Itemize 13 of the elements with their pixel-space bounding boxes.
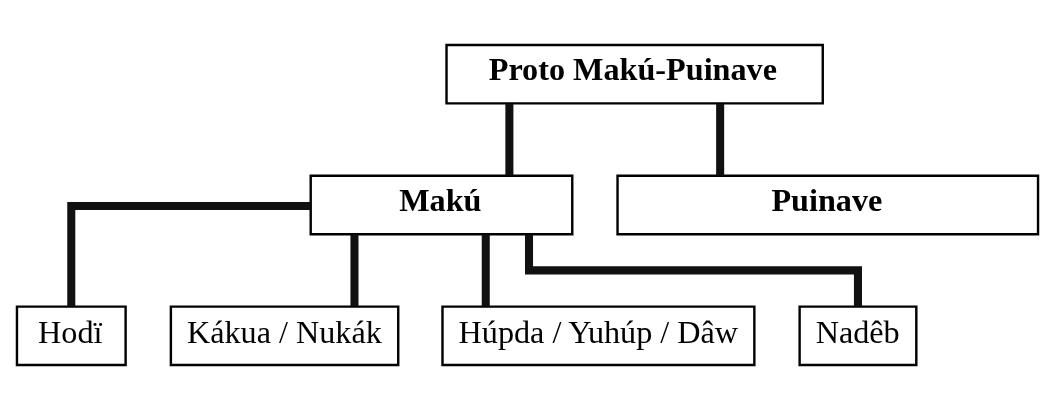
node-box: Húpda / Yuhúp / Dâw	[441, 304, 756, 366]
node-box: Puinave	[616, 174, 1040, 235]
connector	[716, 103, 725, 175]
connector	[525, 234, 862, 306]
node-box: Kákua / Nukák	[169, 304, 400, 366]
connector	[505, 103, 514, 175]
node-box: Hodï	[15, 304, 127, 366]
connector	[67, 201, 311, 306]
connector	[350, 234, 359, 306]
node-box: Proto Makú-Puinave	[445, 43, 824, 105]
node-box: Nadêb	[798, 304, 918, 366]
connector	[481, 234, 490, 306]
node-box: Makú	[309, 174, 574, 235]
